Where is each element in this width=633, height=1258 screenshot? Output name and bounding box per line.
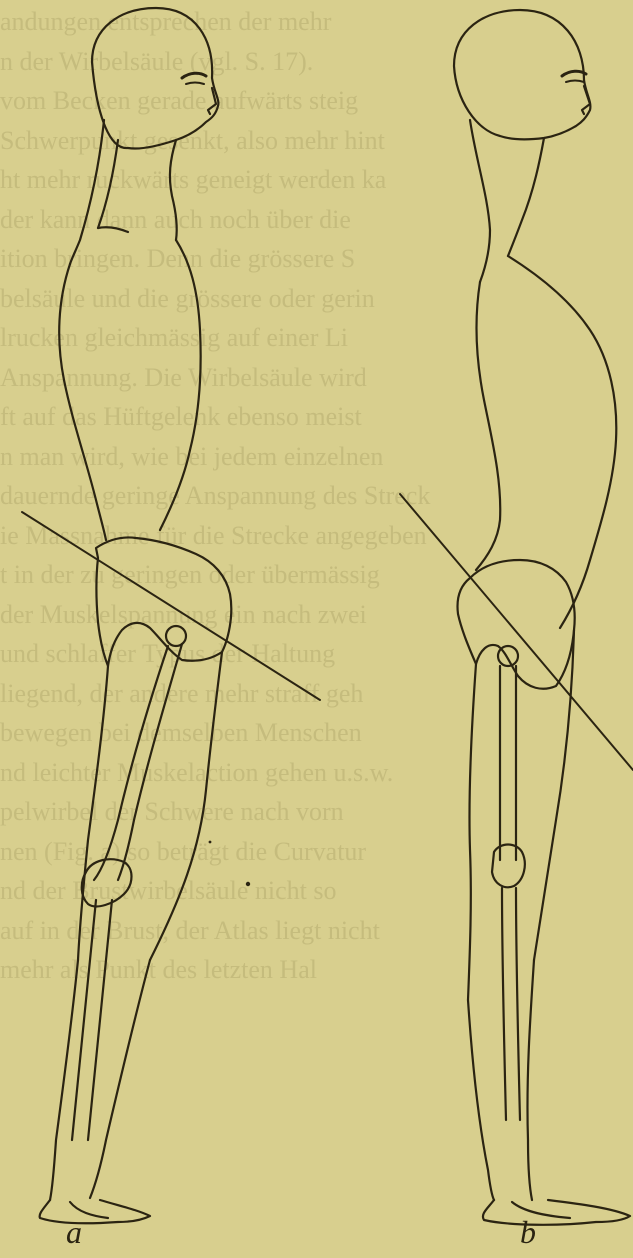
figure-b-femur-head <box>498 646 518 666</box>
ink-speck <box>209 841 212 844</box>
figure-a-neck-back <box>70 120 104 264</box>
figure-a-femur-head <box>166 626 186 646</box>
figure-b-knee <box>492 845 525 888</box>
figure-a-neck-front <box>170 140 177 240</box>
figure-b-label: b <box>520 1214 536 1251</box>
figure-a-head <box>92 8 218 149</box>
figure-a-knee <box>82 859 132 906</box>
figure-a-eye <box>182 73 206 78</box>
figure-a-label: a <box>66 1214 82 1251</box>
figure-b-shin <box>468 960 534 1200</box>
figure-b-foot <box>483 1200 630 1225</box>
figure-b <box>400 10 633 1225</box>
figure-b-neck-front <box>508 138 544 256</box>
figure-a-torso-front <box>160 240 201 530</box>
figure-a-foot <box>40 1200 150 1223</box>
figure-b-torso-back <box>476 282 500 570</box>
figure-a <box>22 8 320 1223</box>
figure-b-eye <box>562 71 586 76</box>
figure-b-torso-front <box>508 256 616 628</box>
figure-b-femur <box>500 666 516 860</box>
figure-b-neck-back <box>470 120 490 282</box>
figure-a-torso-back <box>59 264 106 540</box>
figure-b-head <box>454 10 590 139</box>
figure-a-axis-line <box>22 512 320 700</box>
ink-speck <box>246 882 250 886</box>
figure-a-shin <box>50 960 150 1200</box>
